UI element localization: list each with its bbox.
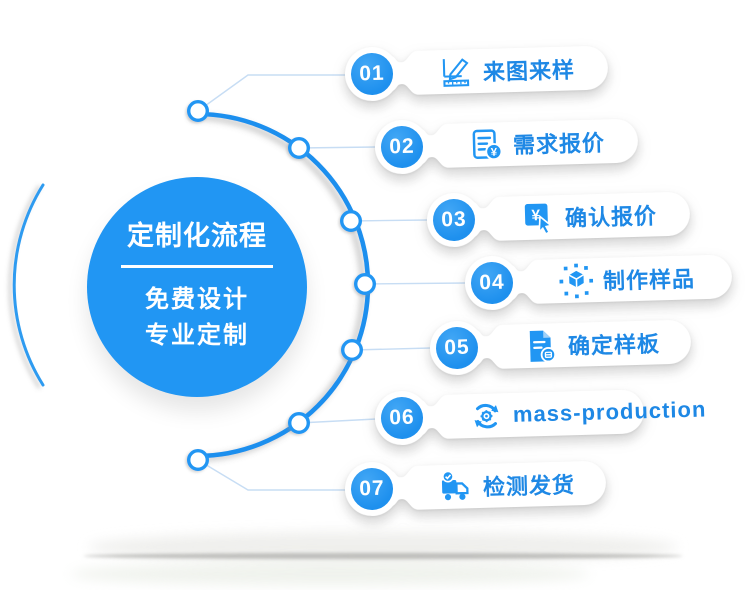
step-badge-shape — [464, 254, 732, 310]
step-badge-shape — [374, 119, 638, 174]
drawing-sample-icon — [437, 53, 475, 91]
step-label: 需求报价 — [512, 130, 606, 158]
step-badge-shape — [344, 46, 608, 101]
ground-shadow — [70, 532, 683, 585]
step-badge-shape — [429, 320, 691, 375]
step-label: 确认报价 — [564, 203, 658, 231]
step-label: 来图来样 — [482, 57, 576, 85]
svg-text:¥: ¥ — [491, 147, 498, 159]
step-badge-shape — [344, 461, 606, 516]
step-label: 检测发货 — [482, 472, 576, 500]
center-title: 定制化流程 — [127, 221, 267, 251]
process-center-circle: 定制化流程 免费设计 专业定制 — [87, 177, 307, 397]
outer-left-arc — [12, 183, 45, 387]
confirm-template-icon — [522, 327, 560, 365]
step-label: 确定样板 — [567, 331, 661, 359]
arc-node-dots — [186, 99, 377, 472]
step-02: 02¥需求报价 — [371, 110, 641, 177]
confirm-price-icon: ¥ — [519, 199, 557, 237]
center-divider — [121, 265, 273, 268]
quote-document-icon: ¥ — [467, 126, 505, 164]
mass-production-icon — [467, 397, 505, 435]
step-label: mass-production — [512, 396, 707, 427]
step-connector-lines — [197, 74, 467, 491]
make-sample-icon — [557, 262, 595, 300]
svg-text:¥: ¥ — [531, 207, 540, 224]
inspect-ship-icon — [437, 468, 475, 506]
step-label: 制作样品 — [602, 266, 696, 294]
step-03: 03¥确认报价 — [423, 183, 693, 250]
center-subtitle-2: 专业定制 — [145, 322, 249, 349]
step-badge-shape — [426, 192, 690, 247]
center-subtitle-1: 免费设计 — [145, 286, 249, 313]
step-badge-shape — [374, 389, 644, 445]
